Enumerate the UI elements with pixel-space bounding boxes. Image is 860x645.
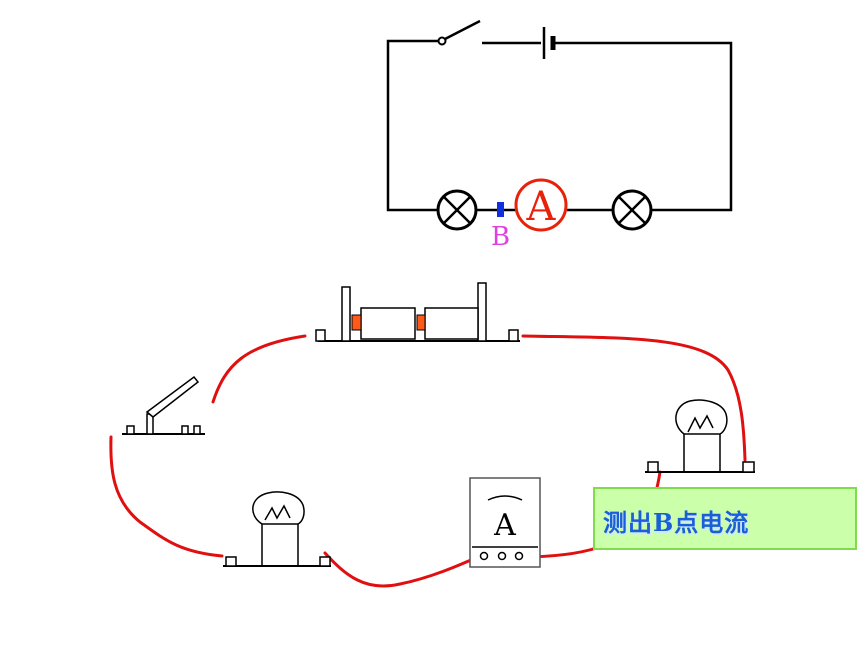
battery-cell-2-cap [416,314,426,331]
battery-cell-1-cap [351,314,362,331]
ammeter-scale-arc [487,495,523,501]
battery-holder [315,282,520,342]
lamp-right-bulb [675,399,728,435]
lamp-left-bulb [252,491,305,525]
schematic-ammeter: A [514,178,568,232]
lamp-left [223,491,331,567]
knife-switch-blade [145,375,200,418]
point-b-label: B [491,222,510,252]
ammeter-device: A [469,477,541,568]
ammeter-terminal-2 [497,551,507,561]
schematic-switch [437,19,481,46]
knife-switch [122,375,205,435]
battery-terminal-left [315,329,326,342]
schematic-wire-left [386,39,440,212]
battery-cell-2 [424,307,479,340]
battery-post-left [341,286,351,342]
schematic-lamp-right [611,189,653,231]
wire-switch-to-battery [211,334,307,404]
wire-lamp-left-to-ammeter [323,551,482,588]
battery-terminal-right [508,329,519,342]
schematic-lamp-left [436,189,478,231]
caption-text: 测出B点电流 [603,508,750,537]
point-b-marker [497,202,504,217]
battery-post-right [477,282,487,342]
ammeter-terminal-1 [479,551,489,561]
ammeter-terminal-3 [514,551,524,561]
schematic-circuit [386,19,733,231]
lamp-right [645,399,755,473]
caption-box: 测出B点电流 [593,487,857,550]
ammeter-device-label: A [493,508,516,543]
schematic-wire-right [553,41,733,212]
battery-cell-1 [360,307,416,340]
wire-switch-to-lamp-left [109,435,224,558]
wire-battery-to-lamp-right [521,334,747,462]
schematic-battery [542,27,556,59]
schematic-ammeter-label: A [526,184,557,230]
